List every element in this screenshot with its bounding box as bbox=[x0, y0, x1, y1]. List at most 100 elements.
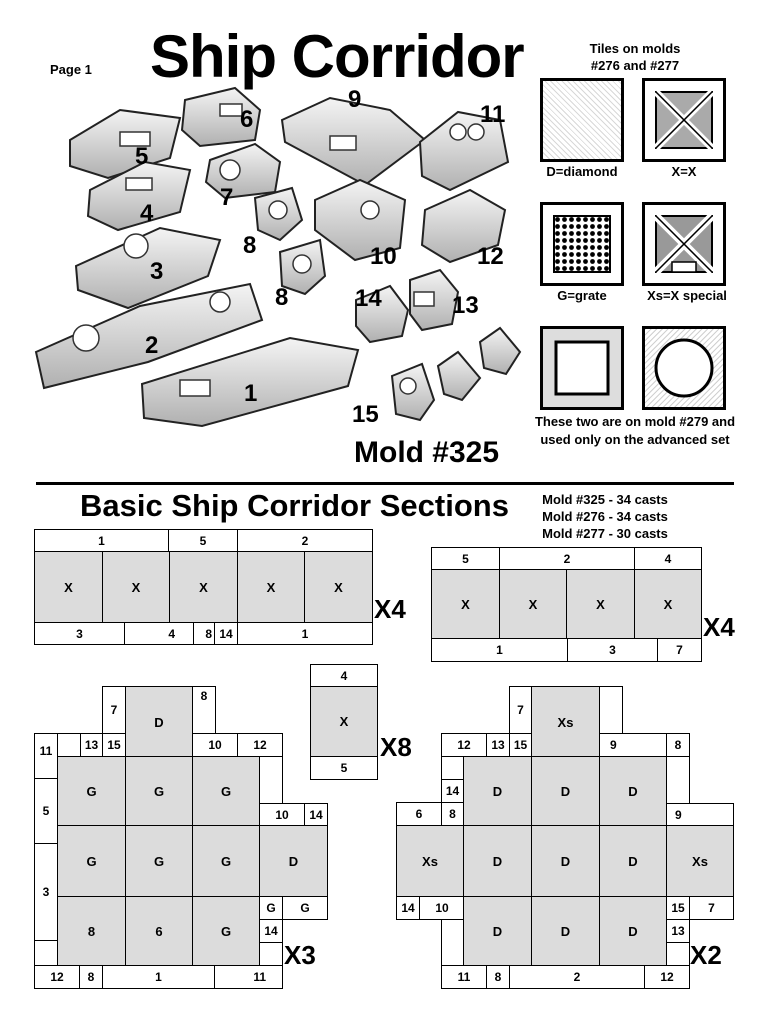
layout-cell: G bbox=[57, 756, 126, 826]
layout-cell: D bbox=[599, 825, 667, 897]
piece-number: 9 bbox=[348, 86, 362, 113]
layout-cell: 13 bbox=[80, 733, 103, 757]
layout-cell: D bbox=[125, 686, 193, 758]
x-tile-icon bbox=[642, 78, 726, 162]
piece-number: 12 bbox=[477, 243, 504, 270]
layout-cell: 8 bbox=[57, 896, 126, 966]
layout-cell: 15 bbox=[102, 733, 126, 757]
layout-cell: 5 bbox=[168, 529, 238, 552]
layout-cell: D bbox=[463, 896, 532, 966]
layout-cell: X bbox=[304, 551, 373, 623]
layout-cell: G bbox=[192, 896, 260, 966]
layout-cell: G bbox=[192, 825, 260, 897]
grate-tile-icon bbox=[540, 202, 624, 286]
layout-cell: G bbox=[192, 756, 260, 826]
x-special-tile-icon bbox=[642, 202, 726, 286]
layout-cell: D bbox=[531, 896, 600, 966]
layout-cell: 7 bbox=[509, 686, 532, 734]
layout-cell: G bbox=[125, 825, 193, 897]
layout-cell: 4 bbox=[634, 547, 702, 570]
layout-cell: 7 bbox=[657, 638, 702, 662]
layout-cell: X bbox=[169, 551, 238, 623]
layout-cell bbox=[259, 756, 283, 804]
layout-cell: 11 bbox=[34, 733, 58, 779]
layout-cell: 9 bbox=[666, 803, 734, 827]
layout-cell: 8 bbox=[441, 802, 464, 826]
layout-cell: 3 bbox=[34, 622, 125, 645]
layout-cell: 1 bbox=[237, 622, 373, 645]
layout-cell: G bbox=[57, 825, 126, 897]
piece-number: 15 bbox=[352, 401, 379, 428]
layout-cell: 1 bbox=[102, 965, 215, 989]
layout-cell: 3 bbox=[34, 843, 58, 941]
cast-count: Mold #325 - 34 casts bbox=[542, 492, 668, 507]
layout-cell: 5 bbox=[431, 547, 500, 570]
layout-cell: 15 bbox=[509, 733, 532, 757]
x-caption: X=X bbox=[671, 164, 697, 179]
layout-cell: 1 bbox=[431, 638, 568, 662]
piece-number: 13 bbox=[452, 292, 479, 319]
layout-cell bbox=[259, 942, 283, 966]
diamond-tile-icon bbox=[540, 78, 624, 162]
layout-cell: 10 bbox=[259, 803, 305, 827]
layout-cell: 6 bbox=[125, 896, 193, 966]
layout-cell: G bbox=[259, 896, 283, 920]
layout-cell: 5 bbox=[310, 756, 378, 780]
piece-number: 1 bbox=[244, 380, 258, 407]
multiplier-label: X4 bbox=[374, 594, 406, 624]
layout-cell: 8 bbox=[666, 733, 690, 757]
layout-cell: D bbox=[259, 825, 328, 897]
layout-cell: 8 bbox=[486, 965, 510, 989]
layout-cell: 5 bbox=[34, 778, 58, 844]
piece-number: 11 bbox=[480, 101, 506, 128]
layout-cell: X bbox=[634, 569, 702, 639]
layout-cell: 11 bbox=[441, 965, 487, 989]
layout-cell: 12 bbox=[441, 733, 487, 757]
piece-number: 6 bbox=[240, 106, 254, 133]
layout-cell: 9 bbox=[599, 733, 667, 757]
layout-cell: 15 bbox=[666, 896, 690, 920]
piece-number: 7 bbox=[220, 184, 234, 211]
layout-cell: 1 bbox=[34, 529, 169, 552]
layout-cell bbox=[666, 756, 690, 804]
page-title: Ship Corridor bbox=[150, 23, 525, 90]
mold-label: Mold #325 bbox=[354, 436, 500, 469]
layout-cell: 4 bbox=[310, 664, 378, 687]
layout-cell: 12 bbox=[237, 733, 283, 757]
diamond-caption: D=diamond bbox=[546, 164, 618, 179]
layout-cell: Xs bbox=[396, 825, 464, 897]
layout-cell: 7 bbox=[102, 686, 126, 734]
piece-number: 5 bbox=[135, 143, 149, 170]
x-special-caption: Xs=X special bbox=[647, 288, 727, 303]
multiplier-label: X4 bbox=[703, 612, 735, 642]
layout-cell: X bbox=[310, 686, 378, 757]
layout-cell: 12 bbox=[644, 965, 690, 989]
layout-cell: 8 bbox=[193, 622, 215, 645]
cast-count: Mold #276 - 34 casts bbox=[542, 509, 668, 524]
tiles-heading: Tiles on molds #276 and #277 bbox=[589, 41, 681, 73]
layout-cell: 4 bbox=[124, 622, 194, 645]
layout-cell: 14 bbox=[214, 622, 238, 645]
circle-tile-icon bbox=[642, 326, 726, 410]
layout-cell: D bbox=[531, 756, 600, 826]
layout-cell: 13 bbox=[666, 919, 690, 943]
layout-cell bbox=[441, 919, 464, 966]
piece-number: 10 bbox=[370, 243, 397, 270]
piece-number: 4 bbox=[140, 200, 154, 227]
square-tile-icon bbox=[540, 326, 624, 410]
layout-cell: X bbox=[102, 551, 170, 623]
layout-cell: 2 bbox=[509, 965, 645, 989]
section-divider bbox=[36, 482, 734, 485]
grate-caption: G=grate bbox=[557, 288, 607, 303]
layout-cell: 14 bbox=[259, 919, 283, 943]
layout-cell: G bbox=[125, 756, 193, 826]
layout-cell: X bbox=[34, 551, 103, 623]
page-label: Page 1 bbox=[50, 62, 92, 77]
piece-number: 8 bbox=[275, 284, 289, 311]
layout-cell bbox=[34, 940, 58, 966]
layout-cell: X bbox=[431, 569, 500, 639]
mold-pieces-illustration bbox=[34, 86, 522, 428]
layout-cell bbox=[666, 942, 690, 966]
layout-cell: 10 bbox=[419, 896, 464, 920]
layout-cell: 8 bbox=[79, 965, 103, 989]
